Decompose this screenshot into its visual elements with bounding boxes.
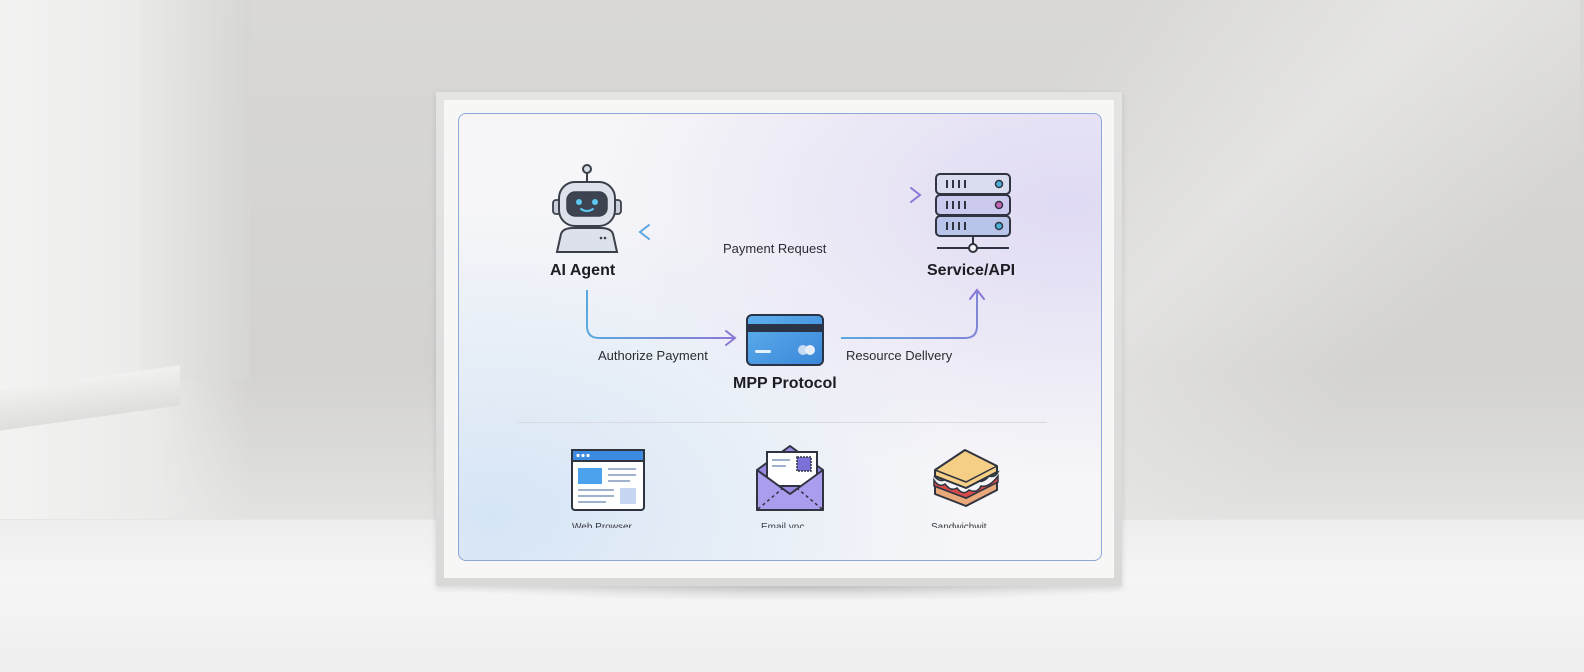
sandwich-label: Sandwichwit [931,522,987,533]
arrow-resource-delivery [841,288,985,339]
diagram-card: AI Agent Service/API [458,113,1102,561]
arrow-authorize-payment [586,290,737,346]
protocol-label: MPP Protocol [733,375,837,392]
arrow-agent-to-service [639,187,922,203]
email-envelope-icon [756,445,824,511]
window-frame [140,0,250,380]
arrow-service-to-agent [638,224,922,240]
credit-card-icon [746,314,824,366]
arrows-layer [586,187,985,346]
payment-request-label: Payment Request [723,241,827,256]
robot-icon [552,164,622,253]
browser-window-icon [571,449,645,511]
authorize-payment-label: Authorize Payment [598,348,708,363]
picture-frame: AI Agent Service/API [436,92,1122,586]
server-icon [935,173,1011,253]
agent-label: AI Agent [550,262,616,279]
email-label: Email.ync [761,522,805,533]
frame-mat: AI Agent Service/API [444,100,1114,578]
sandwich-icon [933,449,1000,507]
service-label: Service/API [927,262,1016,279]
divider [517,422,1047,423]
resource-delivery-label: Resource Dellvery [846,348,953,363]
browser-label: Web Prowser [572,522,632,533]
